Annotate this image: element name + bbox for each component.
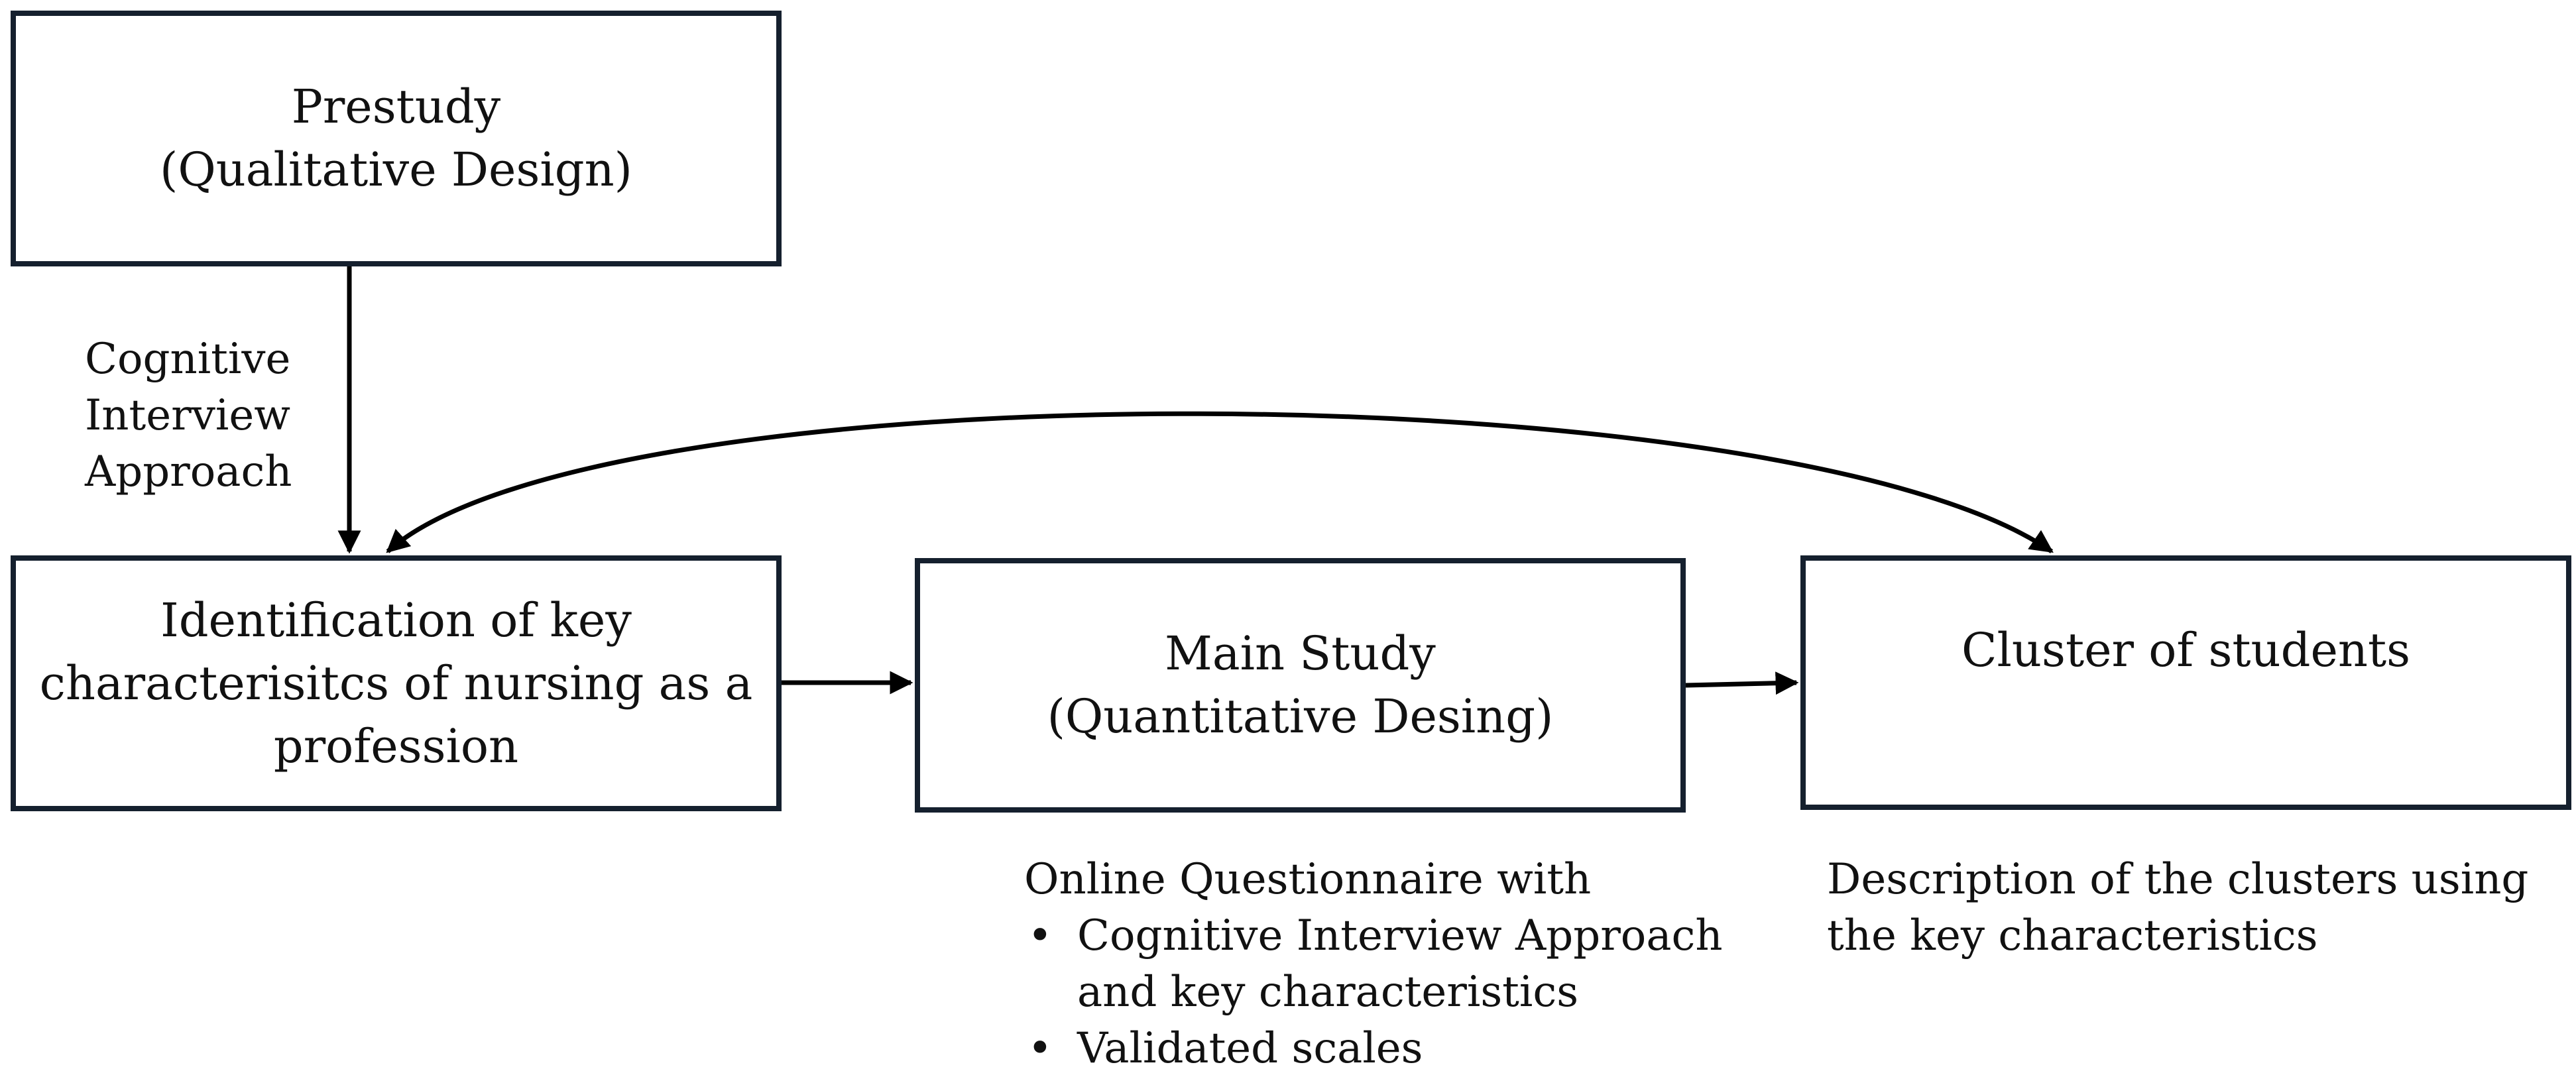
online-note-item-1-line-1: Cognitive Interview Approach — [1077, 911, 1723, 960]
arc-identification-cluster — [386, 411, 2054, 553]
arrow-main-to-cluster — [1685, 671, 1799, 695]
online-note-item-2-text: Validated scales — [1077, 1024, 1423, 1073]
main-study-subtitle: (Quantitative Desing) — [1047, 689, 1554, 744]
identification-line-3: profession — [273, 718, 519, 773]
bullet-icon: • — [1027, 1024, 1053, 1073]
online-note-item-1: • Cognitive Interview Approach — [1024, 908, 1723, 964]
prestudy-box: Prestudy (Qualitative Design) — [11, 11, 782, 266]
cognitive-label-line-1: Cognitive — [85, 335, 291, 384]
cognitive-label-line-3: Approach — [85, 447, 292, 496]
description-line-2: the key characteristics — [1827, 911, 2318, 960]
prestudy-subtitle: (Qualitative Design) — [160, 142, 632, 197]
bullet-icon: • — [1027, 911, 1053, 960]
description-line-1: Description of the clusters using — [1827, 855, 2529, 904]
cluster-title: Cluster of students — [1961, 623, 2411, 677]
main-study-title: Main Study — [1165, 626, 1436, 681]
identification-box: Identification of key characterisitcs of… — [11, 555, 782, 811]
cluster-description-note: Description of the clusters using the ke… — [1827, 852, 2528, 964]
prestudy-title: Prestudy — [291, 80, 501, 134]
identification-line-2: characterisitcs of nursing as a — [39, 655, 753, 710]
online-questionnaire-note: Online Questionnaire with • Cognitive In… — [1024, 852, 1723, 1077]
online-note-heading: Online Questionnaire with — [1024, 855, 1592, 904]
cognitive-label-line-2: Interview — [85, 391, 290, 440]
identification-line-1: Identification of key — [160, 593, 632, 648]
online-note-item-2: • Validated scales — [1024, 1021, 1723, 1077]
cognitive-interview-label: Cognitive Interview Approach — [85, 331, 292, 500]
main-study-box: Main Study (Quantitative Desing) — [915, 558, 1686, 813]
cluster-box: Cluster of students — [1800, 555, 2571, 810]
online-note-item-1-line-2: and key characteristics — [1077, 968, 1579, 1017]
